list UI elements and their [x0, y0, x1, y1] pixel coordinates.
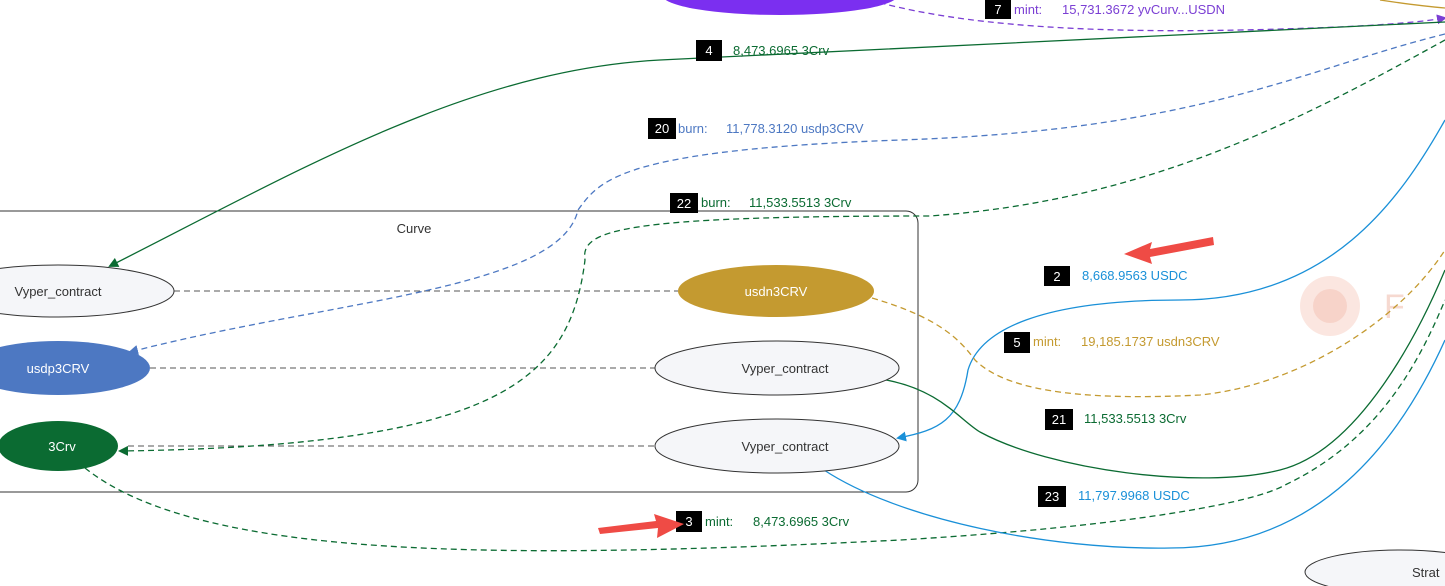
edge-action: mint:	[1033, 334, 1061, 349]
edge-22	[118, 39, 1445, 456]
edge-20	[128, 33, 1445, 355]
step-badge	[648, 118, 676, 139]
edge-amount: 8,473.6965 3Crv	[753, 514, 850, 529]
step-badge	[1045, 409, 1073, 430]
edge-amount: 11,797.9968 USDC	[1078, 488, 1190, 503]
edge-action: mint:	[705, 514, 733, 529]
edge-top-gold	[1379, 0, 1445, 9]
step-number: 5	[1013, 335, 1020, 350]
step-badge	[985, 0, 1011, 19]
edge-amount: 19,185.1737 usdn3CRV	[1081, 334, 1220, 349]
annotation-arrow-bottom	[598, 514, 684, 538]
edge-5	[871, 249, 1445, 398]
step-number: 3	[685, 514, 692, 529]
edge-amount: 8,473.6965 3Crv	[733, 43, 830, 58]
edge-amount: 8,668.9563 USDC	[1082, 268, 1188, 283]
step-number: 22	[677, 196, 691, 211]
edge-amount: 11,778.3120 usdp3CRV	[726, 121, 864, 136]
step-badge	[1004, 332, 1030, 353]
edge-label-2: 2 8,668.9563 USDC	[1044, 266, 1188, 286]
edge-4	[108, 21, 1445, 267]
step-number: 2	[1053, 269, 1060, 284]
node-usdp3crv[interactable]: usdp3CRV	[0, 341, 150, 395]
edge-label-22: 22 burn: 11,533.5513 3Crv	[670, 193, 852, 213]
annotation-arrows	[598, 237, 1214, 538]
edge-7	[869, 0, 1445, 32]
edge-23	[823, 339, 1445, 549]
node-vyper-contract-left[interactable]: Vyper_contract	[0, 264, 175, 318]
edge-label-20: 20 burn: 11,778.3120 usdp3CRV	[648, 118, 864, 139]
node-usdn3crv[interactable]: usdn3CRV	[678, 265, 874, 317]
edge-action: burn:	[701, 195, 731, 210]
step-number: 7	[994, 2, 1001, 17]
step-badge	[670, 193, 698, 213]
edge-amount: 11,533.5513 3Crv	[749, 195, 852, 210]
edge-label-4: 4 8,473.6965 3Crv	[696, 40, 830, 61]
node-label: Vyper_contract	[742, 439, 829, 454]
node-top-purple[interactable]	[662, 0, 898, 15]
edge-amount: 11,533.5513 3Crv	[1084, 411, 1187, 426]
node-vyper-contract-low[interactable]: Vyper_contract	[654, 418, 900, 474]
node-label: Vyper_contract	[15, 284, 102, 299]
node-label: 3Crv	[48, 439, 76, 454]
edge-action: burn:	[678, 121, 708, 136]
step-badge	[1038, 486, 1066, 507]
curve-cluster	[0, 210, 919, 493]
step-number: 20	[655, 121, 669, 136]
edge-label-21: 21 11,533.5513 3Crv	[1045, 409, 1187, 430]
annotation-arrow-top	[1124, 237, 1214, 264]
edge-3	[84, 299, 1445, 552]
node-label: Vyper_contract	[742, 361, 829, 376]
step-number: 4	[705, 43, 712, 58]
edge-label-7: 7 mint: 15,731.3672 yvCurv...USDN	[985, 0, 1225, 19]
cluster-title: Curve	[397, 221, 432, 236]
node-strat[interactable]: Strat	[1304, 549, 1445, 586]
step-number: 23	[1045, 489, 1059, 504]
edge-action: mint:	[1014, 2, 1042, 17]
edge-21	[885, 269, 1445, 479]
step-badge	[696, 40, 722, 61]
step-badge	[676, 511, 702, 532]
step-badge	[1044, 266, 1070, 286]
edge-labels: 7 mint: 15,731.3672 yvCurv...USDN 4 8,47…	[648, 0, 1225, 532]
cluster-links	[128, 290, 678, 447]
edge-amount: 15,731.3672 yvCurv...USDN	[1062, 2, 1225, 17]
node-label: usdp3CRV	[27, 361, 90, 376]
step-number: 21	[1052, 412, 1066, 427]
node-vyper-contract-mid[interactable]: Vyper_contract	[654, 340, 900, 396]
node-label: Strat	[1412, 565, 1440, 580]
node-3crv[interactable]: 3Crv	[0, 421, 118, 471]
watermark: F	[1300, 276, 1405, 336]
edge-label-23: 23 11,797.9968 USDC	[1038, 486, 1190, 507]
node-label: usdn3CRV	[745, 284, 808, 299]
edge-2	[896, 119, 1445, 442]
edge-label-5: 5 mint: 19,185.1737 usdn3CRV	[1004, 332, 1220, 353]
edge-label-3: 3 mint: 8,473.6965 3Crv	[676, 511, 850, 532]
